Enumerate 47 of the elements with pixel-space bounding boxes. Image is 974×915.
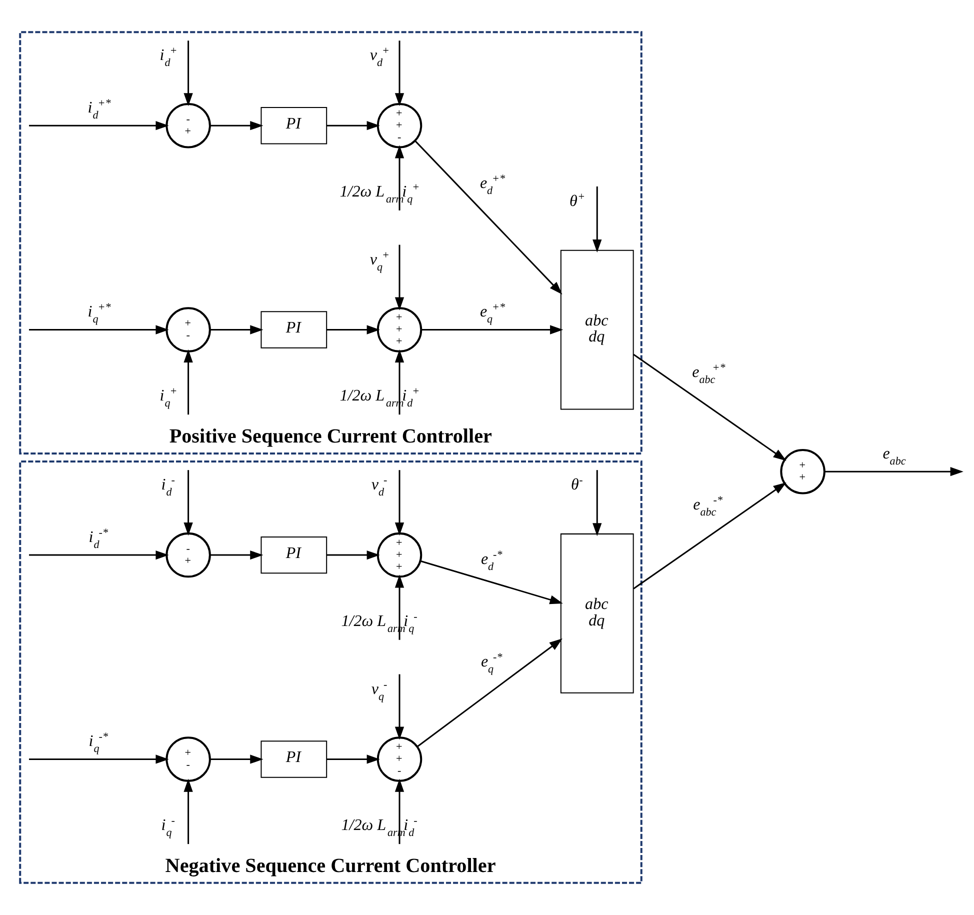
arrow — [184, 778, 193, 844]
arrow — [414, 140, 562, 294]
arrow — [824, 467, 964, 476]
arrow — [29, 754, 169, 764]
node-box: PI — [260, 311, 328, 348]
node-circle: + - — [166, 736, 211, 782]
arrow — [326, 754, 380, 764]
arrow — [394, 470, 404, 536]
arrow — [633, 354, 786, 461]
node-circle: + + + — [376, 307, 422, 352]
node-box: abc dq — [560, 250, 634, 410]
arrow — [210, 325, 264, 334]
node-circle: + + + — [376, 532, 422, 578]
arrow — [326, 325, 380, 334]
arrow — [592, 186, 602, 253]
node-circle: + + - — [376, 736, 422, 782]
arrow — [184, 349, 193, 415]
node-circle: + + — [780, 448, 826, 494]
arrow — [417, 638, 562, 748]
node-circle: - + — [166, 532, 211, 578]
arrow — [394, 40, 404, 106]
node-circle: - + — [166, 102, 211, 148]
node-circle: + + - — [376, 102, 422, 148]
arrow — [420, 560, 563, 604]
node-box: PI — [260, 536, 328, 574]
arrow — [326, 550, 380, 560]
arrow — [29, 550, 169, 560]
node-box: PI — [260, 107, 328, 144]
edge-label: e$_{abc}$ — [882, 445, 906, 468]
arrow — [210, 754, 264, 764]
arrow — [29, 121, 169, 130]
arrow — [592, 470, 602, 536]
arrow — [394, 674, 404, 740]
arrow — [633, 482, 786, 590]
node-box: abc dq — [560, 533, 634, 694]
arrow — [210, 550, 264, 560]
edge-label: θ$^{-}$ — [571, 474, 583, 494]
node-circle: + - — [166, 307, 211, 352]
node-box: PI — [260, 740, 328, 778]
arrow — [184, 470, 193, 536]
arrow — [421, 325, 564, 334]
arrow — [210, 121, 264, 130]
arrow — [326, 121, 380, 130]
arrow — [29, 325, 169, 334]
arrow — [184, 40, 193, 106]
edge-label: θ$^{+}$ — [570, 191, 586, 210]
arrow — [394, 244, 404, 310]
